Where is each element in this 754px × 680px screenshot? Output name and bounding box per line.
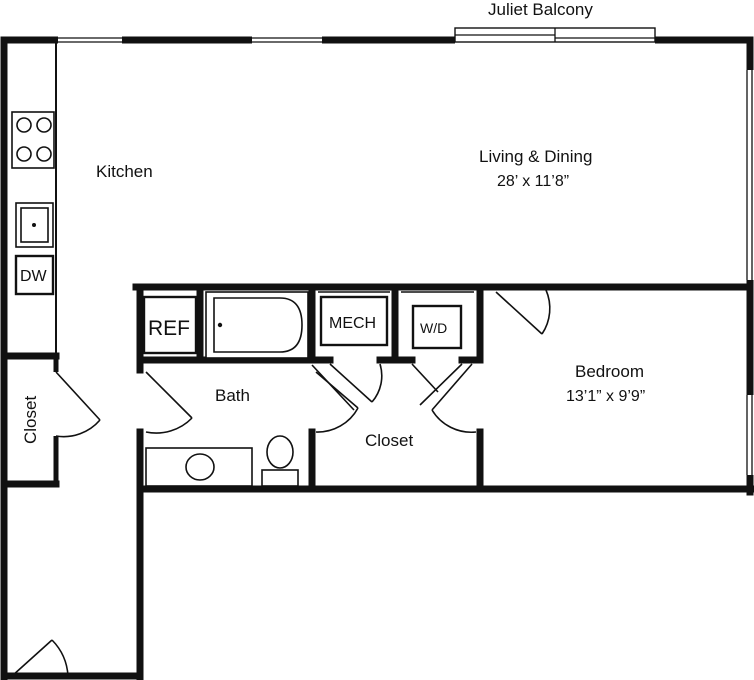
bedroom-dimensions: 13’1” x 9’9” [566, 388, 645, 405]
kitchen-label: Kitchen [96, 162, 153, 181]
bathtub [205, 291, 309, 359]
mech-box [319, 295, 389, 347]
refrigerator [142, 295, 198, 355]
washer-dryer-box [411, 304, 463, 350]
mech-label: MECH [329, 315, 376, 332]
left-closet-label: Closet [21, 396, 40, 444]
top-windows [58, 36, 322, 45]
bedroom-label: Bedroom [575, 362, 644, 381]
center-closet-label: Closet [365, 431, 413, 450]
kitchen-counter [11, 40, 57, 356]
living-dining-label: Living & Dining [479, 147, 592, 166]
juliet-balcony-doors [454, 27, 656, 46]
entry-door [11, 639, 69, 677]
living-dining-dimensions: 28’ x 11’8” [497, 173, 569, 190]
bath-fixtures [145, 435, 299, 487]
central-core-walls [132, 283, 754, 493]
left-closet [0, 352, 101, 488]
bedroom-door [487, 284, 551, 335]
right-windows [745, 70, 754, 475]
bath-door [145, 371, 193, 434]
bath-label: Bath [215, 386, 250, 405]
ref-label: REF [148, 317, 190, 340]
juliet-balcony-label: Juliet Balcony [488, 0, 593, 19]
center-closet-doors [311, 363, 477, 434]
dishwasher-label: DW [20, 268, 48, 285]
washer-dryer-label: W/D [420, 320, 447, 336]
